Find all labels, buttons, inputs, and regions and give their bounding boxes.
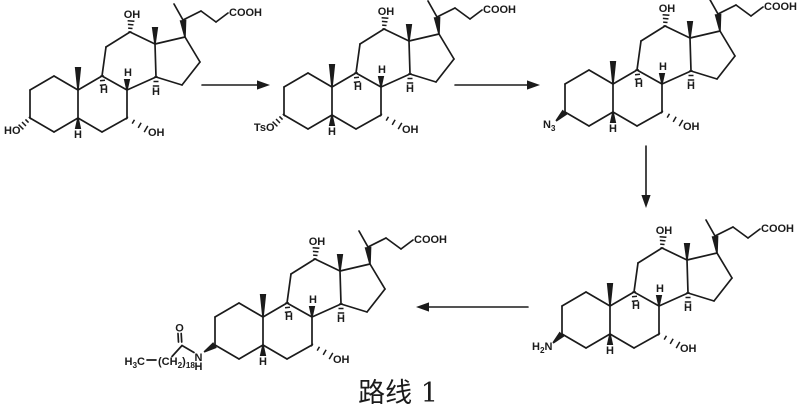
arrow-step-4 bbox=[416, 302, 528, 311]
label-12-hydroxyl: OH bbox=[309, 236, 326, 248]
label-h-c14: H bbox=[152, 86, 160, 98]
label-12-hydroxyl: OH bbox=[378, 6, 395, 18]
label-7-hydroxyl: OH bbox=[680, 343, 697, 355]
label-c3-substituent: TsO bbox=[254, 122, 275, 134]
label-c3-substituent: HO bbox=[4, 125, 21, 137]
label-7-hydroxyl: OH bbox=[402, 124, 419, 136]
label-h-c14: H bbox=[687, 80, 695, 92]
label-h-c5: H bbox=[74, 129, 82, 141]
label-c3-substituent: N3 bbox=[543, 119, 556, 133]
label-h-c8: H bbox=[124, 67, 132, 79]
label-7-hydroxyl: OH bbox=[148, 127, 165, 139]
label-h-c8: H bbox=[309, 294, 317, 306]
label-amide-nh: H bbox=[195, 361, 203, 373]
label-h-c9: H bbox=[635, 78, 643, 90]
arrow-step-3 bbox=[641, 146, 650, 208]
arrow-step-1 bbox=[202, 80, 270, 89]
label-carboxyl: COOH bbox=[761, 223, 794, 235]
label-carboxyl: COOH bbox=[483, 4, 516, 16]
label-ch2-chain: (CH2)18 bbox=[158, 356, 195, 370]
label-h-c14: H bbox=[684, 302, 692, 314]
label-h-c9: H bbox=[632, 300, 640, 312]
label-7-hydroxyl: OH bbox=[683, 121, 700, 133]
label-h-c9: H bbox=[354, 81, 362, 93]
label-h-c8: H bbox=[659, 61, 667, 73]
label-h-c9: H bbox=[100, 84, 108, 96]
structure-cholic-acid: OH OH COOH H H H H HO bbox=[4, 4, 262, 141]
label-h-c5: H bbox=[606, 345, 614, 357]
label-h-c8: H bbox=[656, 283, 664, 295]
structure-3-amino-acid: OH OH COOH H H H H H2N bbox=[532, 220, 794, 357]
label-c3-substituent: H2N bbox=[532, 341, 553, 355]
label-carboxyl: COOH bbox=[414, 234, 447, 246]
scheme-caption: 路线 1 bbox=[358, 378, 438, 409]
structure-3-azido-acid: OH OH COOH H H H H N3 bbox=[543, 0, 797, 135]
label-7-hydroxyl: OH bbox=[333, 354, 350, 366]
label-12-hydroxyl: OH bbox=[124, 9, 141, 21]
structure-3-tosyloxy-acid: OH OH COOH H H H H TsO bbox=[254, 1, 516, 138]
label-carbonyl-o: O bbox=[175, 323, 184, 335]
arrow-step-2 bbox=[455, 80, 540, 89]
label-carboxyl: COOH bbox=[229, 7, 262, 19]
label-12-hydroxyl: OH bbox=[656, 225, 673, 237]
label-h-c9: H bbox=[285, 311, 293, 323]
label-h-c5: H bbox=[259, 356, 267, 368]
label-12-hydroxyl: OH bbox=[659, 3, 676, 15]
label-h-c5: H bbox=[328, 126, 336, 138]
label-h-c14: H bbox=[406, 83, 414, 95]
label-terminal-methyl: H3C bbox=[125, 356, 146, 370]
label-carboxyl: COOH bbox=[764, 1, 797, 13]
label-h-c14: H bbox=[337, 313, 345, 325]
label-h-c5: H bbox=[609, 123, 617, 135]
label-h-c8: H bbox=[378, 64, 386, 76]
